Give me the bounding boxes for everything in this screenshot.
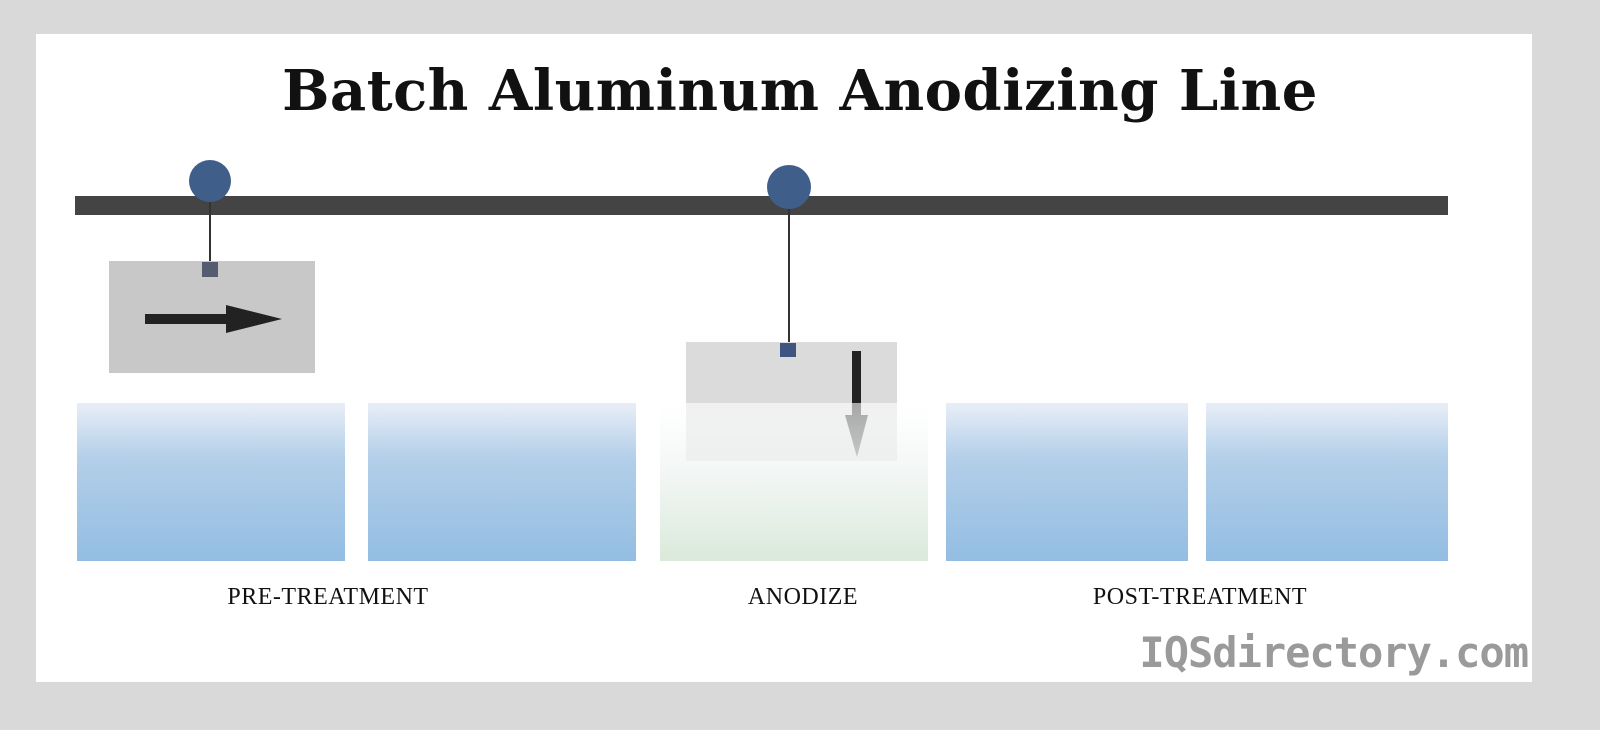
arrow-right-icon — [145, 305, 282, 333]
overhead-rail — [75, 196, 1448, 215]
trolley-wheel — [767, 165, 811, 209]
pre-treatment-tank-1 — [77, 403, 345, 561]
iqsdirectory-logo: IQSdirectory.com — [1139, 628, 1529, 677]
pre-treatment-tank-2 — [368, 403, 636, 561]
post-treatment-tank-2 — [1206, 403, 1448, 561]
label-post-treatment: POST-TREATMENT — [1092, 584, 1308, 610]
label-anodize: ANODIZE — [747, 584, 859, 610]
hook-block — [202, 262, 218, 277]
trolley-wheel — [189, 160, 231, 202]
anodize-tank — [660, 403, 928, 561]
diagram-title: Batch Aluminum Anodizing Line — [282, 58, 1318, 124]
hook-block — [780, 343, 796, 357]
post-treatment-tank-1 — [946, 403, 1188, 561]
label-pre-treatment: PRE-TREATMENT — [227, 584, 429, 610]
